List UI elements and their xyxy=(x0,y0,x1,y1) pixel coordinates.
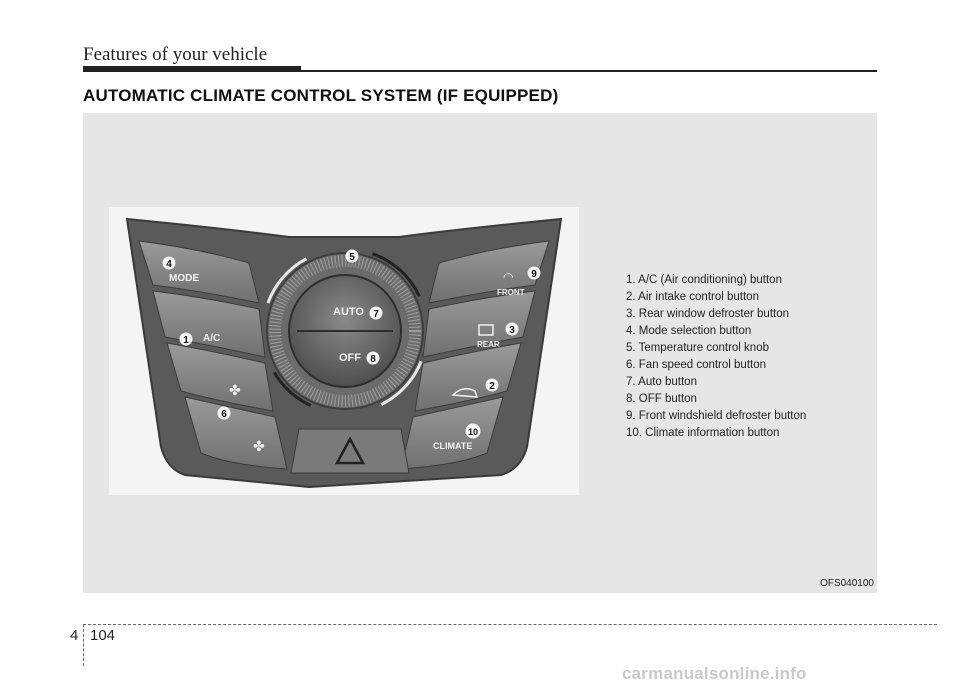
svg-text:1: 1 xyxy=(183,335,189,346)
fan-down-button-shape[interactable] xyxy=(184,396,288,470)
legend-item: 8. OFF button xyxy=(626,393,697,405)
header-rule-thick xyxy=(83,66,301,72)
ac-label: A/C xyxy=(203,333,220,344)
climate-control-photo: MODE A/C AUTO OFF FRONT REAR CLIMATE ✤ ✤… xyxy=(109,207,579,495)
svg-text:9: 9 xyxy=(531,269,537,280)
callout-6: 6 xyxy=(217,406,231,420)
callout-5: 5 xyxy=(345,249,359,263)
svg-text:4: 4 xyxy=(166,259,172,270)
callout-3: 3 xyxy=(505,322,519,336)
legend-item: 1. A/C (Air conditioning) button xyxy=(626,274,782,286)
footer-chapter: 4 xyxy=(70,627,79,644)
front-defrost-icon: ◠ xyxy=(503,270,513,284)
legend-list: 1. A/C (Air conditioning) button 2. Air … xyxy=(626,272,806,442)
legend-item: 3. Rear window defroster button xyxy=(626,308,790,320)
off-label: OFF xyxy=(339,352,361,364)
svg-text:2: 2 xyxy=(489,381,495,392)
svg-text:7: 7 xyxy=(373,309,379,320)
front-label: FRONT xyxy=(497,288,525,297)
figure-code: OFS040100 xyxy=(820,578,874,589)
legend-item: 4. Mode selection button xyxy=(626,325,752,337)
callout-2: 2 xyxy=(485,378,499,392)
rear-defrost-button-shape[interactable] xyxy=(422,290,536,358)
legend-item: 5. Temperature control knob xyxy=(626,342,769,354)
climate-label: CLIMATE xyxy=(433,441,472,451)
footer-rule xyxy=(83,624,937,625)
legend-item: 6. Fan speed control button xyxy=(626,359,767,371)
hazard-button-shape[interactable] xyxy=(290,428,410,474)
legend-item: 10. Climate information button xyxy=(626,427,780,439)
air-intake-button-shape[interactable] xyxy=(414,342,522,412)
rear-label: REAR xyxy=(477,340,500,349)
header-rule-thin xyxy=(301,70,877,72)
svg-text:5: 5 xyxy=(349,252,355,263)
callout-9: 9 xyxy=(527,266,541,280)
header-title: Features of your vehicle xyxy=(83,44,268,65)
fan-up-button-shape[interactable] xyxy=(166,342,274,412)
footer-page-number: 104 xyxy=(90,627,116,644)
legend-item: 7. Auto button xyxy=(626,376,697,388)
callout-1: 1 xyxy=(179,332,193,346)
footer-divider xyxy=(83,624,84,666)
rear-defrost-icon xyxy=(478,324,494,336)
svg-text:8: 8 xyxy=(370,354,376,365)
svg-text:6: 6 xyxy=(221,409,227,420)
mode-label: MODE xyxy=(169,273,199,284)
fan-up-icon: ✤ xyxy=(229,382,241,398)
hazard-icon xyxy=(334,436,366,465)
callout-10: 10 xyxy=(465,423,481,439)
legend-item: 2. Air intake control button xyxy=(626,291,759,303)
svg-text:3: 3 xyxy=(509,325,515,336)
callout-7: 7 xyxy=(369,306,383,320)
callout-8: 8 xyxy=(366,351,380,365)
auto-label: AUTO xyxy=(333,306,364,318)
fan-down-icon: ✤ xyxy=(253,438,265,454)
svg-text:10: 10 xyxy=(468,427,478,437)
legend-item: 9. Front windshield defroster button xyxy=(626,410,807,422)
front-defrost-button-shape[interactable] xyxy=(428,240,550,304)
air-intake-icon xyxy=(451,388,479,398)
watermark: carmanualsonline.info xyxy=(622,664,807,683)
section-title: AUTOMATIC CLIMATE CONTROL SYSTEM (IF EQU… xyxy=(83,86,559,105)
callout-4: 4 xyxy=(162,256,176,270)
